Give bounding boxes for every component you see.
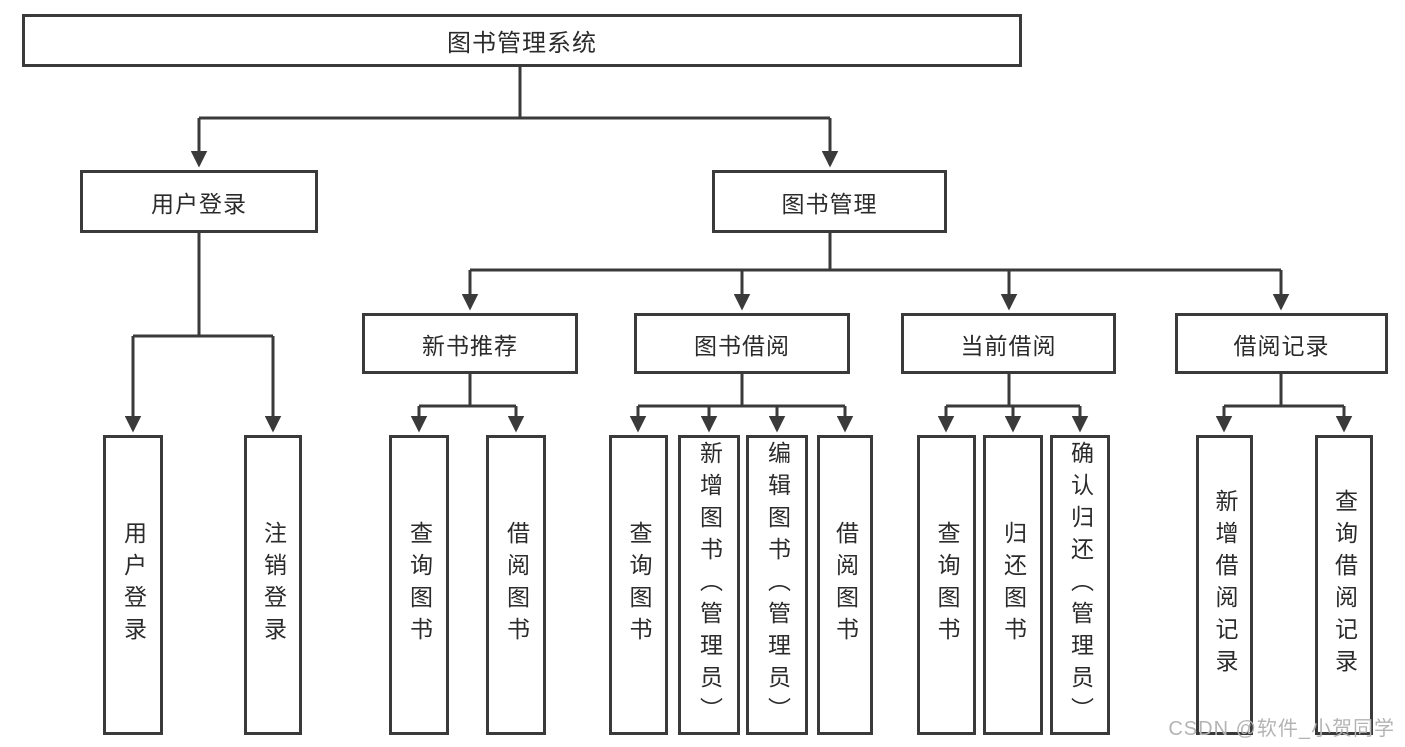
leaf-query-borrow-record-label: 查询借阅记录: [1331, 489, 1358, 681]
node-library-system-label: 图书管理系统: [447, 30, 597, 57]
node-user-login-branch: 用户登录: [80, 170, 318, 233]
leaf-return-books-label: 归还图书: [1000, 521, 1027, 649]
leaf-query-books-borrowing: 查询图书: [609, 435, 668, 735]
leaf-return-books: 归还图书: [983, 435, 1043, 735]
leaf-query-books-current: 查询图书: [917, 435, 976, 735]
leaf-query-books-borrowing-label: 查询图书: [626, 521, 652, 649]
node-borrow-records: 借阅记录: [1175, 313, 1388, 374]
leaf-add-borrow-record: 新增借阅记录: [1196, 435, 1253, 735]
leaf-borrow-books-borrowing: 借阅图书: [817, 435, 873, 735]
leaf-query-books-recommend: 查询图书: [389, 435, 449, 735]
node-new-book-recommend: 新书推荐: [362, 313, 578, 374]
watermark: CSDN @软件_小贺同学: [1168, 718, 1395, 740]
leaf-edit-books-admin-label: 编辑图书（管理员）: [764, 441, 791, 729]
node-new-book-recommend-label: 新书推荐: [422, 332, 518, 359]
connector-book-borrow-to-leaves: [629, 374, 854, 433]
leaf-confirm-return-admin-label: 确认归还（管理员）: [1067, 441, 1094, 729]
connector-borrow-records-to-leaves: [1215, 374, 1353, 433]
leaf-borrow-books-borrowing-label: 借阅图书: [832, 521, 859, 649]
leaf-user-login: 用户登录: [103, 435, 163, 735]
leaf-add-books-admin-label: 新增图书（管理员）: [696, 441, 723, 729]
leaf-add-books-admin: 新增图书（管理员）: [678, 435, 740, 735]
connector-root-to-level2: [190, 67, 839, 168]
leaf-query-books-recommend-label: 查询图书: [406, 521, 433, 649]
node-borrow-records-label: 借阅记录: [1233, 332, 1330, 359]
leaf-edit-books-admin: 编辑图书（管理员）: [746, 435, 808, 735]
connector-book-management-to-level3: [461, 233, 1290, 311]
connector-new-book-to-leaves: [410, 374, 525, 433]
leaf-query-borrow-record: 查询借阅记录: [1315, 435, 1373, 735]
leaf-confirm-return-admin: 确认归还（管理员）: [1050, 435, 1110, 735]
leaf-borrow-books-recommend: 借阅图书: [486, 435, 546, 735]
node-user-login-branch-label: 用户登录: [151, 190, 247, 217]
leaf-add-borrow-record-label: 新增借阅记录: [1212, 489, 1238, 681]
leaf-logout-label: 注销登录: [260, 521, 287, 649]
node-book-borrowing-label: 图书借阅: [694, 332, 790, 359]
leaf-query-books-current-label: 查询图书: [934, 521, 960, 649]
node-book-management-label: 图书管理: [781, 190, 878, 217]
leaf-logout: 注销登录: [244, 435, 302, 735]
node-library-system: 图书管理系统: [22, 14, 1022, 67]
node-current-borrowing: 当前借阅: [901, 313, 1116, 374]
node-book-management: 图书管理: [712, 170, 947, 233]
leaf-user-login-label: 用户登录: [120, 521, 147, 649]
connector-current-borrow-to-leaves: [937, 374, 1089, 433]
leaf-borrow-books-recommend-label: 借阅图书: [503, 521, 530, 649]
node-current-borrowing-label: 当前借阅: [960, 332, 1057, 359]
connector-user-login-to-leaves: [124, 233, 282, 433]
node-book-borrowing: 图书借阅: [634, 313, 850, 374]
